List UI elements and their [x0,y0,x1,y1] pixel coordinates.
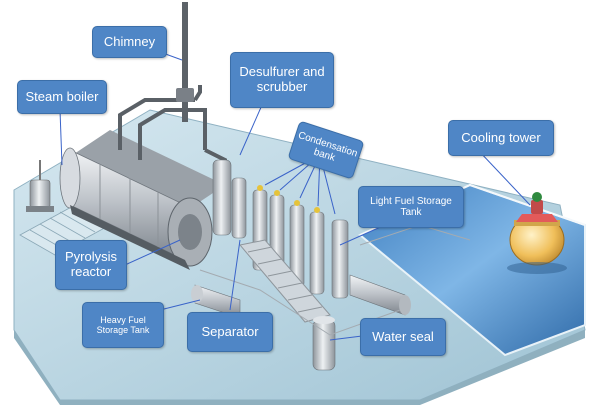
label-chimney: Chimney [92,26,167,58]
label-desulfurer-text: Desulfurer and scrubber [239,64,325,94]
cooling-tower-vessel [507,192,567,274]
desulfurer-towers [212,159,247,239]
label-heavy-fuel-text: Heavy Fuel Storage Tank [96,314,150,335]
label-light-fuel-text: Light Fuel Storage Tank [370,195,452,219]
steam-boiler-unit [26,160,54,212]
label-steam-boiler-text: Steam boiler [25,88,99,104]
label-separator-text: Separator [201,323,259,339]
label-desulfurer: Desulfurer and scrubber [230,52,334,108]
label-water-seal: Water seal [360,318,446,356]
label-separator: Separator [187,312,273,352]
label-cooling-tower: Cooling tower [448,120,554,156]
chimney-stack [182,2,188,122]
label-steam-boiler: Steam boiler [17,80,107,114]
label-cooling-tower-text: Cooling tower [461,129,541,145]
label-pyrolysis-reactor: Pyrolysis reactor [55,240,127,290]
label-pyrolysis-reactor-text: Pyrolysis reactor [64,249,117,279]
pyrolysis-reactor-drum [59,130,225,270]
label-chimney-text: Chimney [103,33,156,49]
stairway [239,239,331,323]
label-light-fuel: Light Fuel Storage Tank [358,186,464,228]
label-heavy-fuel: Heavy Fuel Storage Tank [82,302,164,348]
light-fuel-tank [349,274,411,316]
label-water-seal-text: Water seal [372,328,434,344]
water-seal-tank [312,316,336,371]
